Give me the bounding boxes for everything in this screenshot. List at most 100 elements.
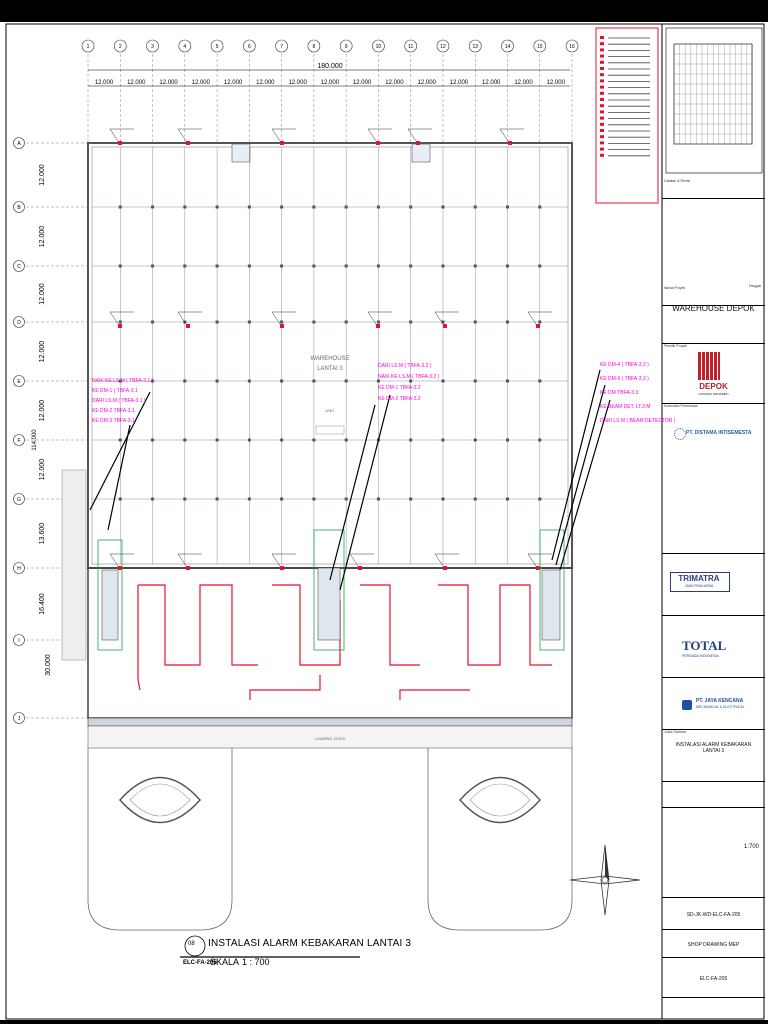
callout: KE BEAM DET. LT.3 M bbox=[600, 404, 650, 410]
column-tag: 5 bbox=[216, 44, 219, 50]
bay-dim-y: 13.600 bbox=[39, 523, 46, 545]
bay-dim-x: 12.000 bbox=[385, 80, 404, 86]
callout: KE DM-1 ( TBFA-3.1 bbox=[92, 388, 138, 394]
scale-cell: 1:700 bbox=[743, 844, 759, 850]
room-label-1: WAREHOUSE bbox=[310, 356, 349, 362]
column-bubble bbox=[81, 39, 95, 53]
row-bubble bbox=[13, 493, 25, 505]
column-bubble bbox=[307, 39, 321, 53]
column-tag: 9 bbox=[345, 44, 348, 50]
bay-dim-y: 12.000 bbox=[39, 283, 46, 305]
project-name: WAREHOUSE DEPOK bbox=[672, 304, 755, 313]
owner-logo bbox=[698, 352, 720, 380]
column-tag: 11 bbox=[408, 44, 413, 50]
detector bbox=[536, 566, 540, 570]
side-total-dim: 114.000 bbox=[32, 429, 38, 451]
bay-dim-y: 12.000 bbox=[39, 459, 46, 481]
detector bbox=[186, 566, 190, 570]
unit-label: UNIT bbox=[325, 408, 335, 413]
catatan-row: Catatan & Revisi bbox=[662, 179, 765, 199]
column-bubble bbox=[501, 39, 514, 53]
row-bubble bbox=[13, 712, 25, 724]
top-dimension: 180.000 bbox=[88, 63, 570, 87]
column-tag: 2 bbox=[119, 44, 122, 50]
callout: KE DM-3 TBFA-3.1 bbox=[92, 418, 135, 424]
row-tag: J bbox=[18, 716, 21, 722]
drawing-title-row: Judul Gambar INSTALASI ALARM KEBAKARAN L… bbox=[662, 730, 765, 782]
detector bbox=[280, 566, 284, 570]
column-bubble bbox=[243, 39, 256, 53]
mep-logo bbox=[682, 700, 692, 710]
column-bubble bbox=[372, 39, 385, 53]
row-tag: C bbox=[17, 264, 21, 270]
detector bbox=[186, 324, 190, 328]
row-tag: H bbox=[17, 566, 21, 572]
column-bubble bbox=[436, 39, 450, 53]
north-arrow-icon bbox=[569, 844, 641, 916]
bay-dim-y: 12.000 bbox=[39, 341, 46, 363]
contractor-row: TOTAL PERSADA INDONESIA bbox=[662, 616, 765, 678]
row-tag: F bbox=[17, 438, 20, 444]
bay-dim-x: 12.000 bbox=[159, 80, 178, 86]
consultant-row: Konsultan Perencana PT. DISTAMA INTISEME… bbox=[662, 404, 765, 554]
callout: NAIK KE LS.M ( TBFA-3.1 ) bbox=[92, 378, 154, 384]
row-bubble bbox=[13, 201, 25, 213]
owner-row: Pemilik Proyek DEPOK LOGISTIK PROPERTI bbox=[662, 344, 765, 404]
detector bbox=[443, 566, 447, 570]
column-tag: 13 bbox=[472, 44, 478, 50]
key-plan bbox=[665, 27, 763, 174]
callout: DARI LS.M ( BEAM DETECTOR ) bbox=[600, 418, 676, 424]
consultant-logo bbox=[674, 428, 686, 440]
drawing-no-row: SD-JK-WD-ELC-FA-205 bbox=[662, 898, 765, 930]
column-bubble bbox=[178, 39, 192, 53]
detector bbox=[118, 141, 122, 145]
column-tag: 1 bbox=[87, 44, 90, 50]
sheet-no-row: ELC-FA-205 bbox=[662, 958, 765, 998]
project-row: Nama Proyek WAREHOUSE DEPOK bbox=[662, 286, 765, 344]
structural-grid bbox=[92, 147, 568, 564]
column-bubble bbox=[113, 39, 127, 53]
bay-dim-x: 12.000 bbox=[547, 80, 566, 86]
title-block: Catatan & Revisi Tanggal Nama Proyek WAR… bbox=[662, 24, 765, 1019]
mgmt-logo bbox=[670, 572, 730, 592]
row-tag: G bbox=[17, 497, 21, 503]
row-bubble bbox=[13, 562, 25, 574]
column-tag: 16 bbox=[569, 44, 575, 50]
column-bubble bbox=[210, 39, 224, 53]
detector bbox=[186, 141, 190, 145]
bay-dim-y: 16.400 bbox=[39, 593, 46, 615]
riser-leaders bbox=[89, 369, 611, 591]
detector bbox=[508, 141, 512, 145]
bay-dim-x: 12.000 bbox=[514, 80, 533, 86]
column-tag: 4 bbox=[183, 44, 186, 50]
detector bbox=[280, 324, 284, 328]
row-bubble bbox=[13, 634, 25, 646]
overall-dim: 180.000 bbox=[317, 63, 342, 70]
row-tag: E bbox=[17, 379, 21, 385]
bay-dim-x: 12.000 bbox=[418, 80, 437, 86]
column-tag: 3 bbox=[151, 44, 154, 50]
legend-box bbox=[595, 27, 659, 204]
callout: KE DM-2 TBFA-3.2 bbox=[378, 396, 421, 402]
tanggal-row: Tanggal bbox=[662, 284, 765, 306]
detector bbox=[376, 324, 380, 328]
callout: KE DM TBFA-3.3 bbox=[600, 390, 638, 396]
approval-grid-row: 1:700 bbox=[662, 808, 765, 898]
title-code: ELC-FA-205 bbox=[183, 960, 217, 966]
scale-label: SKALA bbox=[210, 957, 240, 967]
callout: KE DM-2 TBFA-3.1 bbox=[92, 408, 135, 414]
callout: DARI LS.M ( TBFA-3.2 ) bbox=[378, 363, 432, 369]
bay-dim-y: 12.000 bbox=[39, 400, 46, 422]
bay-dim-x: 12.000 bbox=[353, 80, 372, 86]
bay-dim-y: 12.000 bbox=[39, 226, 46, 248]
column-bubble bbox=[533, 39, 547, 53]
column-tag: 12 bbox=[440, 44, 446, 50]
fire-detectors bbox=[109, 128, 552, 570]
bay-dim-x: 12.000 bbox=[95, 80, 114, 86]
bay-dimensions-x: 12.000 12.000 12.000 12.000 12.000 12.000 12.0… bbox=[95, 80, 566, 86]
assignee-row bbox=[662, 782, 765, 808]
bay-dim-x: 12.000 bbox=[256, 80, 275, 86]
row-bubble bbox=[13, 316, 25, 328]
